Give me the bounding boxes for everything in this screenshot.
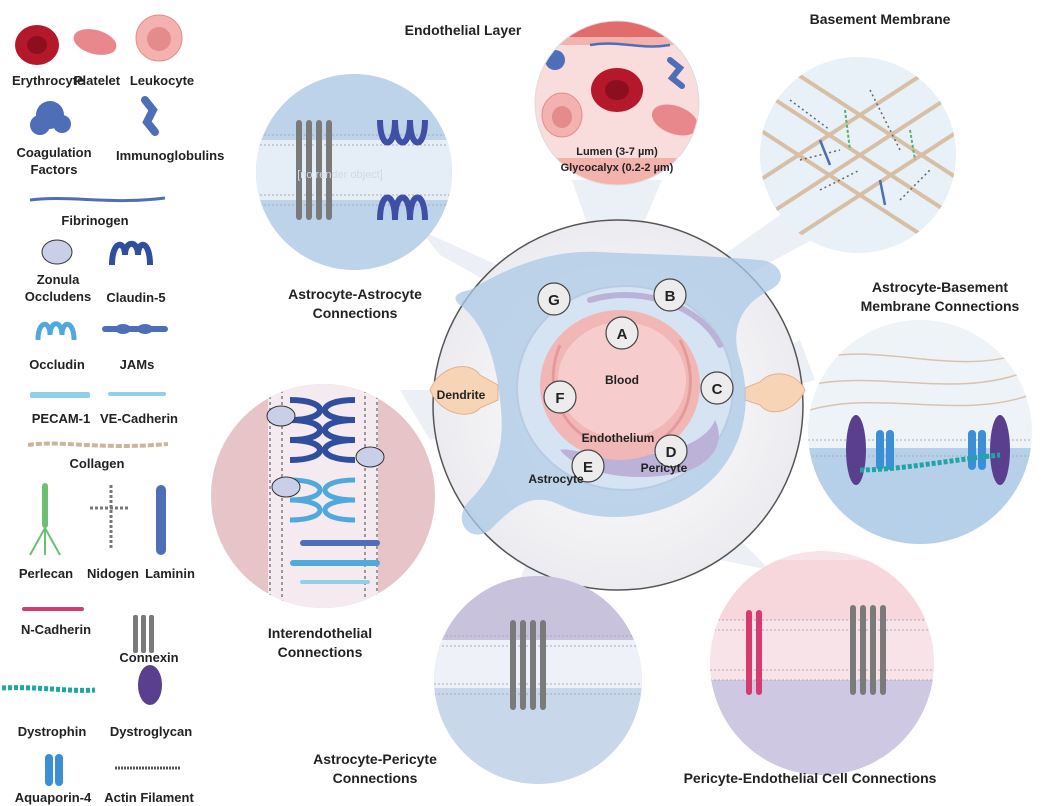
legend-label-aquaporin-4: Aquaporin-4 xyxy=(14,790,92,805)
title-interendothelial: Interendothelial Connections xyxy=(267,625,373,660)
marker-g: G xyxy=(537,282,571,316)
legend-label-connexin: Connexin xyxy=(119,650,179,665)
panel-astrocyte-astrocyte: [no render object] xyxy=(256,74,452,270)
svg-text:G: G xyxy=(548,292,560,309)
legend-label-platelet: Platelet xyxy=(73,73,121,88)
marker-a: A xyxy=(605,316,639,350)
legend-label-n-cadherin: N-Cadherin xyxy=(20,622,92,637)
astrocyte-label: Astrocyte xyxy=(528,472,584,486)
occludin-icon xyxy=(35,321,77,341)
marker-e: E xyxy=(571,449,605,483)
astrocyte-placeholder: [no render object] xyxy=(297,169,383,181)
glycocalyx-label: Glycocalyx (0.2-2 µm) xyxy=(561,162,674,174)
legend-label-immunoglobulins: Immunoglobulins xyxy=(116,148,225,163)
title-pericyte-endothelial: Pericyte-Endothelial Cell Connections xyxy=(683,770,937,786)
zonula-occludens-icon xyxy=(41,239,73,265)
panel-pericyte-endothelial xyxy=(710,551,934,775)
legend-label-dystroglycan: Dystroglycan xyxy=(109,724,193,739)
leukocyte-icon xyxy=(135,14,183,62)
marker-f: F xyxy=(543,380,577,414)
erythrocyte-icon xyxy=(15,25,59,65)
legend-label-pecam-1: PECAM-1 xyxy=(31,411,91,426)
legend-label-perlecan: Perlecan xyxy=(18,566,74,581)
svg-text:E: E xyxy=(583,459,593,476)
panel-astrocyte-basement-membrane xyxy=(808,320,1032,544)
svg-text:A: A xyxy=(617,326,628,343)
marker-d: D xyxy=(654,434,688,468)
jams-icon xyxy=(102,324,168,334)
svg-text:D: D xyxy=(666,444,677,461)
blood-lumen xyxy=(558,322,686,438)
title-basement-membrane: Basement Membrane xyxy=(809,11,951,27)
title-astrocyte-pericyte: Astrocyte-Pericyte Connections xyxy=(313,751,437,786)
laminin-icon xyxy=(156,485,166,555)
legend-icons xyxy=(1,14,183,786)
dystroglycan-icon xyxy=(138,665,162,705)
svg-text:F: F xyxy=(555,390,564,407)
central-cross-section: A B C D E F G Blood Endothelium Pericyte… xyxy=(429,219,806,591)
legend-label-collagen: Collagen xyxy=(69,456,125,471)
title-astrocyte-astrocyte: Astrocyte-Astrocyte Connections xyxy=(288,286,422,321)
panel-interendothelial xyxy=(211,384,435,608)
pericyte-label: Pericyte xyxy=(641,461,688,475)
letter-markers: A B C D E F G xyxy=(537,278,734,483)
legend-label-erythrocyte: Erythrocyte xyxy=(12,73,85,88)
legend-label-fibrinogen: Fibrinogen xyxy=(61,213,129,228)
nidogen-icon xyxy=(90,485,130,550)
legend-label-coagulation-factors: Coagulation Factors xyxy=(16,145,92,177)
legend-label-laminin: Laminin xyxy=(145,566,195,581)
collagen-icon xyxy=(27,441,169,448)
dendrite-left xyxy=(429,366,499,415)
legend-label-jams: JAMs xyxy=(119,357,155,372)
title-endothelial-layer: Endothelial Layer xyxy=(404,22,522,38)
svg-text:C: C xyxy=(712,381,723,398)
panel-astrocyte-pericyte xyxy=(434,576,642,784)
legend-label-actin-filament: Actin Filament xyxy=(104,790,194,805)
blood-label: Blood xyxy=(605,373,639,387)
fibrinogen-icon xyxy=(29,196,166,203)
panel-endothelial-layer: Lumen (3-7 µm) Glycocalyx (0.2-2 µm) xyxy=(534,20,700,186)
legend-label-occludin: Occludin xyxy=(29,357,85,372)
legend-label-zonula-occludens: Zonula Occludens xyxy=(24,272,92,304)
marker-c: C xyxy=(700,371,734,405)
marker-b: B xyxy=(653,278,687,312)
connexin-icon xyxy=(133,615,154,653)
dendrite-label: Dendrite xyxy=(437,388,486,402)
pecam-1-icon xyxy=(30,392,90,398)
legend-label-nidogen: Nidogen xyxy=(87,566,139,581)
ve-cadherin-icon xyxy=(108,392,166,396)
coagulation-factors-icon xyxy=(30,101,71,135)
endothelium-label: Endothelium xyxy=(582,431,655,445)
legend-label-ve-cadherin: VE-Cadherin xyxy=(99,411,178,426)
platelet-icon xyxy=(73,29,117,55)
title-astrocyte-basement-membrane: Astrocyte-Basement Membrane Connections xyxy=(860,279,1020,314)
svg-text:B: B xyxy=(665,288,676,305)
aquaporin-4-icon xyxy=(45,754,63,786)
claudin-5-icon xyxy=(109,240,153,266)
immunoglobulins-icon xyxy=(141,96,159,136)
dystrophin-icon xyxy=(1,685,96,693)
legend-label-leukocyte: Leukocyte xyxy=(129,73,195,88)
n-cadherin-icon xyxy=(22,607,84,611)
legend-label-dystrophin: Dystrophin xyxy=(17,724,87,739)
perlecan-icon xyxy=(29,483,61,556)
legend-label-claudin-5: Claudin-5 xyxy=(106,290,166,305)
lumen-label: Lumen (3-7 µm) xyxy=(576,146,658,158)
